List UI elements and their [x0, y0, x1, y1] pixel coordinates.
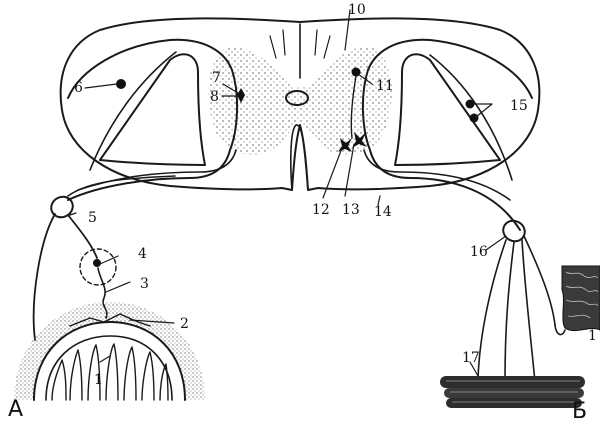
- spinal-ganglion-left: [50, 195, 74, 219]
- organ-plexus-2: [69, 313, 151, 327]
- organ-submucosa: [45, 335, 173, 401]
- left-dorsal-triangle: [99, 53, 206, 166]
- label-15: 15: [510, 98, 528, 114]
- label-4: 4: [138, 246, 147, 262]
- gray-matter: [208, 46, 392, 155]
- spinal-cord-outline: [59, 17, 541, 191]
- label-3: 3: [140, 276, 149, 292]
- neuron-4: [93, 259, 101, 267]
- left-dorsal-root-outer: [67, 38, 239, 201]
- neuron-13-star: [352, 132, 367, 148]
- right-ventral-triangle: [394, 53, 501, 166]
- left-efferent-fiber: [67, 175, 176, 197]
- ventral-root-junction: [502, 219, 526, 243]
- leader-lines: [69, 9, 507, 377]
- panel-label-left: А: [8, 397, 23, 422]
- organ-outer-dotted: [14, 302, 205, 400]
- neuron-15b: [469, 113, 479, 123]
- skin-receptor-block: [561, 265, 600, 332]
- right-motor-fibers: [477, 235, 556, 383]
- label-1-left: 1: [94, 372, 103, 388]
- anterior-fissure: [290, 124, 309, 191]
- right-ventral-root-inner: [363, 54, 513, 201]
- label-8: 8: [210, 89, 219, 105]
- label-1-right: 1: [588, 328, 597, 344]
- label-10: 10: [348, 2, 366, 18]
- neuron-6: [116, 79, 126, 89]
- label-5: 5: [88, 210, 97, 226]
- skin-texture: [565, 271, 599, 319]
- intramural-ganglion-boundary: [79, 248, 117, 286]
- panel-label-right: Б: [572, 399, 587, 424]
- label-6: 6: [74, 80, 83, 96]
- label-11: 11: [376, 78, 394, 94]
- label-7: 7: [212, 70, 221, 86]
- skeletal-muscle: [440, 376, 585, 408]
- organ-villi: [51, 343, 169, 401]
- neuron-15a: [465, 99, 475, 109]
- label-13: 13: [342, 202, 360, 218]
- label-12: 12: [312, 202, 330, 218]
- label-16: 16: [470, 244, 488, 260]
- right-ventral-root-outer: [361, 38, 533, 231]
- neuron-11-axon: [350, 75, 357, 139]
- label-2: 2: [180, 316, 189, 332]
- left-afferent-fiber: [32, 213, 98, 341]
- label-14: 14: [374, 204, 392, 220]
- median-fissure-lines: [269, 29, 331, 59]
- organ-muscle-layer: [33, 321, 186, 401]
- neuron-8-star: [237, 88, 245, 103]
- label-17: 17: [462, 350, 480, 366]
- skin-afferent: [554, 324, 566, 336]
- central-canal: [285, 90, 309, 106]
